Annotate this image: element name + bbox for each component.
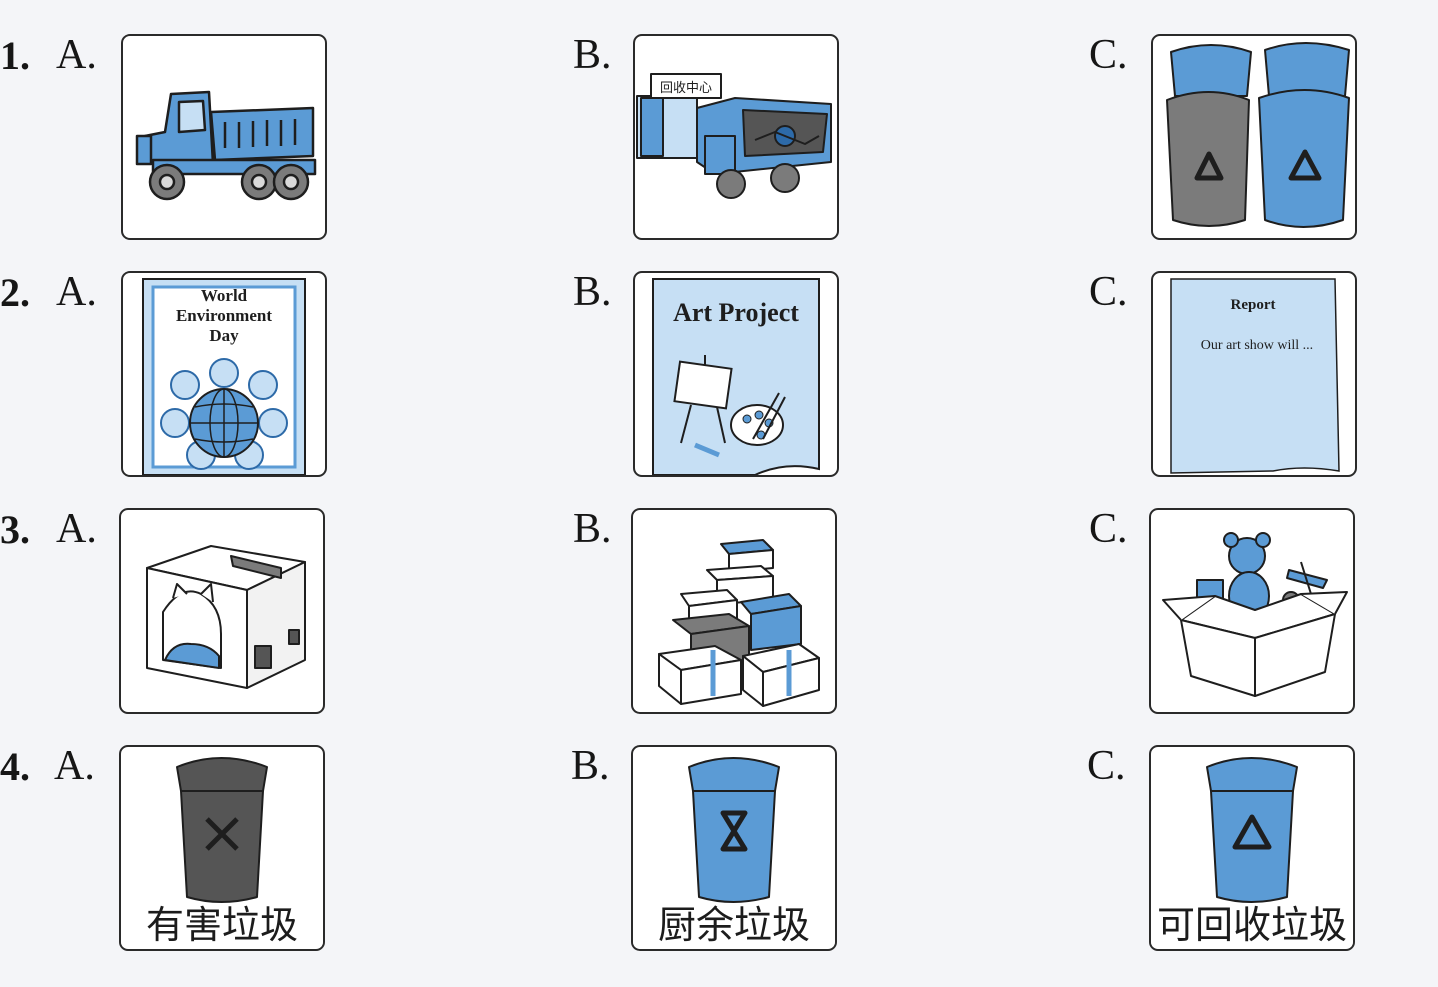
option-3b-card[interactable]: [631, 508, 837, 714]
option-1c-card[interactable]: [1151, 34, 1357, 240]
question-row-1: 1. A.: [0, 34, 1438, 246]
report-page-icon: Report Our art show will ...: [1170, 278, 1340, 474]
kitchen-waste-bin-icon: [688, 757, 780, 903]
option-letter-c: C.: [1089, 506, 1128, 552]
option-2b-card[interactable]: Art Project: [633, 271, 839, 477]
option-letter-a: A.: [56, 269, 97, 315]
option-1b-card[interactable]: 回收中心: [633, 34, 839, 240]
question-row-3: 3. A. B.: [0, 508, 1438, 720]
recycle-icon: [1232, 814, 1272, 850]
option-letter-c: C.: [1089, 269, 1128, 315]
option-4a-card[interactable]: 有害垃圾: [119, 745, 325, 951]
option-letter-b: B.: [573, 32, 612, 78]
bin-caption: 可回收垃圾: [1151, 904, 1353, 947]
cover-title: Art Project: [673, 298, 799, 327]
option-letter-c: C.: [1089, 32, 1128, 78]
option-2a-card[interactable]: World Environment Day: [121, 271, 327, 477]
option-1a-card[interactable]: [121, 34, 327, 240]
report-title: Report: [1231, 297, 1276, 313]
option-3a-card[interactable]: [119, 508, 325, 714]
environment-day-poster-icon: World Environment Day: [142, 278, 306, 475]
garbage-truck-at-recycling-center-icon: 回收中心: [636, 73, 832, 199]
option-letter-b: B.: [571, 743, 610, 789]
question-number: 3.: [0, 507, 30, 552]
option-4b-card[interactable]: 厨余垃圾: [631, 745, 837, 951]
sorting-bins-icon: [1166, 42, 1350, 228]
recyclable-waste-bin-icon: [1206, 757, 1298, 903]
poster-title-line: Environment: [176, 306, 272, 325]
option-2c-card[interactable]: Report Our art show will ...: [1151, 271, 1357, 477]
option-letter-a: A.: [56, 32, 97, 78]
option-letter-c: C.: [1087, 743, 1126, 789]
recycling-center-sign: 回收中心: [660, 80, 712, 95]
stacked-boxes-icon: [658, 539, 820, 707]
question-number: 1.: [0, 33, 30, 78]
option-letter-a: A.: [54, 743, 95, 789]
toy-box-icon: [1162, 532, 1348, 697]
option-4c-card[interactable]: 可回收垃圾: [1149, 745, 1355, 951]
poster-title-line: Day: [209, 326, 239, 345]
question-number: 4.: [0, 744, 30, 789]
bin-caption: 有害垃圾: [121, 904, 323, 947]
cat-box-house-icon: [146, 545, 306, 689]
poster-title-line: World: [201, 286, 248, 305]
report-first-line: Our art show will ...: [1201, 338, 1313, 353]
option-letter-b: B.: [573, 269, 612, 315]
bin-caption: 厨余垃圾: [633, 904, 835, 947]
question-number: 2.: [0, 270, 30, 315]
hourglass-icon: [720, 810, 748, 852]
option-3c-card[interactable]: [1149, 508, 1355, 714]
option-letter-a: A.: [56, 506, 97, 552]
dump-truck-icon: [135, 90, 317, 201]
question-row-4: 4. A. 有害垃圾 B. 厨余垃圾 C.: [0, 745, 1438, 957]
hazardous-waste-bin-icon: [176, 757, 268, 903]
option-letter-b: B.: [573, 506, 612, 552]
question-row-2: 2. A. World Environm: [0, 271, 1438, 483]
art-project-cover-icon: Art Project: [652, 278, 820, 475]
